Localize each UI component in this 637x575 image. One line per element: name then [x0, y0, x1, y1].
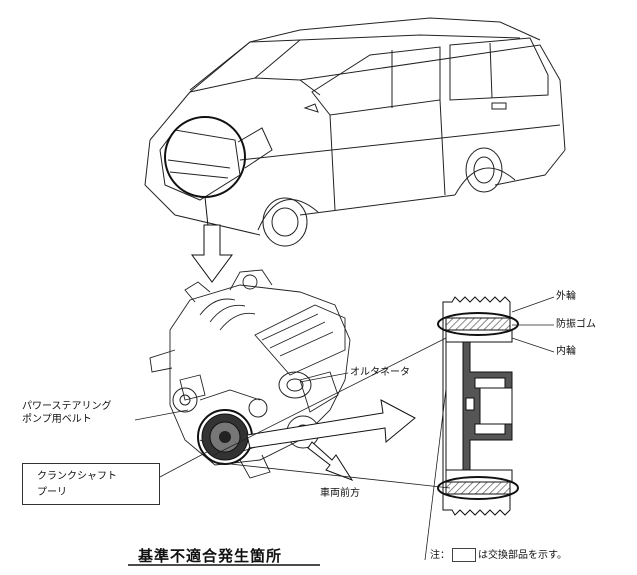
label-inner-ring: 内輪 [556, 346, 576, 357]
label-crank-line2: プーリ [37, 487, 67, 498]
diagram-title: 基準不適合発生箇所 [138, 547, 283, 565]
down-arrow-icon [191, 224, 233, 283]
label-ps-belt: パワーステアリング ポンプ用ベルト [22, 400, 112, 426]
minivan-illustration [144, 17, 566, 247]
label-rubber: 防振ゴム [556, 319, 596, 330]
pulley-cross-section [442, 296, 513, 516]
legend-note: 注： は交換部品を示す。 [430, 548, 567, 562]
label-crank-line1: クランクシャフト [37, 471, 117, 482]
label-ps-belt-line2: ポンプ用ベルト [22, 414, 92, 425]
crankshaft-pulley [197, 409, 253, 465]
label-alternator: オルタネータ [350, 367, 410, 378]
label-ps-belt-line1: パワーステアリング [22, 401, 112, 412]
label-vehicle-front: 車両前方 [320, 488, 360, 499]
engine-location-circle [164, 116, 246, 198]
legend-note-prefix: 注： [430, 550, 450, 561]
rubber-highlight-top [437, 312, 519, 336]
label-outer-ring: 外輪 [556, 291, 576, 302]
label-crankshaft-box: クランクシャフト プーリ [22, 463, 160, 505]
rubber-highlight-bottom [437, 476, 519, 500]
legend-swatch [452, 548, 476, 562]
alternator [278, 371, 312, 399]
vehicle-front-arrow-icon [307, 441, 354, 482]
legend-note-suffix: は交換部品を示す。 [478, 550, 567, 561]
right-arrow-icon [246, 399, 416, 449]
